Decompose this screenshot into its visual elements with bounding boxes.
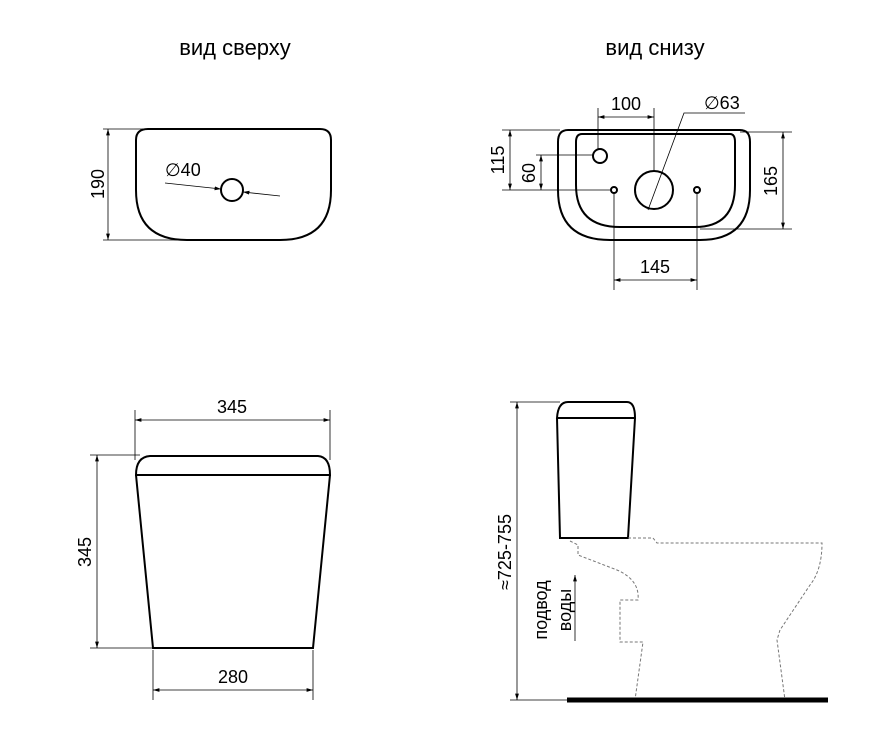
dim-d63: ∅63: [704, 93, 740, 113]
dim-d40: ∅40: [165, 160, 201, 180]
side-view: ≈725-755 подвод воды: [495, 401, 828, 703]
dim-190: 190: [88, 169, 108, 199]
water-inlet-label-2: воды: [555, 589, 575, 631]
inlet-hole: [592, 148, 608, 164]
dim-115: 115: [488, 146, 508, 175]
top-view-title: вид сверху: [179, 35, 291, 60]
dim-280: 280: [218, 667, 248, 687]
dim-145: 145: [640, 257, 670, 277]
dim-345-width: 345: [217, 397, 247, 417]
water-inlet-label-1: подвод: [531, 580, 551, 640]
front-view: 345 345 280: [75, 397, 332, 700]
dim-165: 165: [761, 166, 781, 196]
dim-total-height: ≈725-755: [495, 514, 515, 590]
hole-top: [220, 178, 244, 202]
bolt-hole: [693, 186, 701, 194]
dim-60: 60: [519, 163, 539, 183]
dim-345-height: 345: [75, 537, 95, 567]
dim-100: 100: [611, 94, 641, 114]
bottom-view: 100 ∅63 115 60 165 145: [488, 93, 792, 290]
bolt-hole: [610, 186, 618, 194]
outlet-hole: [634, 170, 674, 210]
top-outline: [135, 128, 332, 241]
bottom-view-title: вид снизу: [605, 35, 704, 60]
top-view: 190 ∅40: [88, 128, 332, 241]
